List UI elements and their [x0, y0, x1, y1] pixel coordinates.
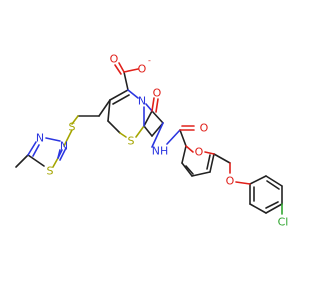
- bond: [204, 151, 215, 155]
- atom-n: N: [36, 132, 44, 145]
- bond: [265, 201, 279, 209]
- bond: [143, 110, 153, 127]
- bond: [45, 137, 61, 142]
- atom-o: O: [110, 53, 119, 66]
- bond: [107, 99, 111, 122]
- bond: [145, 103, 153, 112]
- bond: [15, 154, 29, 168]
- bond: [265, 203, 283, 214]
- bond: [114, 64, 122, 75]
- bond: [112, 94, 130, 105]
- bond: [185, 165, 194, 175]
- bond: [135, 125, 145, 138]
- bond: [185, 145, 194, 153]
- bond: [123, 71, 129, 91]
- carbon-bonds: [15, 71, 283, 214]
- bond: [143, 125, 153, 137]
- bond: [59, 147, 67, 161]
- bond: [63, 129, 73, 147]
- bond: [155, 98, 159, 113]
- atom-o: O: [153, 87, 162, 100]
- bond: [151, 97, 155, 112]
- bond: [98, 99, 111, 117]
- atom-nh: NH: [152, 145, 169, 158]
- structure-svg: N N S S O O - N O S NH O O O Cl: [15, 53, 288, 229]
- bond: [127, 89, 139, 99]
- atom-labels: N N S S O O - N O S NH O O O Cl: [36, 53, 288, 229]
- bond: [206, 154, 211, 170]
- bond: [249, 203, 267, 214]
- bond: [151, 122, 164, 148]
- bond: [32, 144, 40, 157]
- molecule-diagram: N N S S O O - N O S NH O O O Cl: [15, 52, 289, 229]
- bond: [265, 175, 283, 187]
- bond: [107, 120, 121, 134]
- atom-s: S: [128, 135, 135, 148]
- bond: [181, 145, 187, 164]
- bond: [191, 171, 211, 177]
- bond: [71, 115, 79, 125]
- hetero-bonds: [27, 62, 283, 215]
- atom-o: O: [138, 63, 147, 76]
- bond: [27, 141, 37, 156]
- atom-s: S: [69, 121, 76, 134]
- atom-n: N: [60, 140, 68, 153]
- atom-s: S: [47, 165, 54, 178]
- bond: [213, 153, 231, 164]
- bond: [166, 129, 181, 145]
- bond: [209, 153, 215, 173]
- bond: [181, 162, 193, 177]
- bond: [151, 110, 164, 124]
- bond: [57, 149, 61, 159]
- atom-n: N: [138, 95, 146, 108]
- bond: [109, 89, 129, 101]
- bond: [119, 132, 127, 138]
- atom-o: O: [195, 146, 204, 159]
- bond: [266, 180, 280, 190]
- bond: [118, 62, 125, 73]
- bond: [52, 157, 59, 168]
- bond: [249, 175, 267, 185]
- atom-cl: Cl: [278, 216, 289, 229]
- atom-o: O: [200, 122, 209, 135]
- charge-sign: -: [148, 56, 151, 65]
- bond: [179, 129, 187, 147]
- bond: [235, 181, 251, 185]
- atom-o: O: [226, 175, 235, 188]
- bond: [27, 154, 45, 167]
- bond: [123, 68, 139, 73]
